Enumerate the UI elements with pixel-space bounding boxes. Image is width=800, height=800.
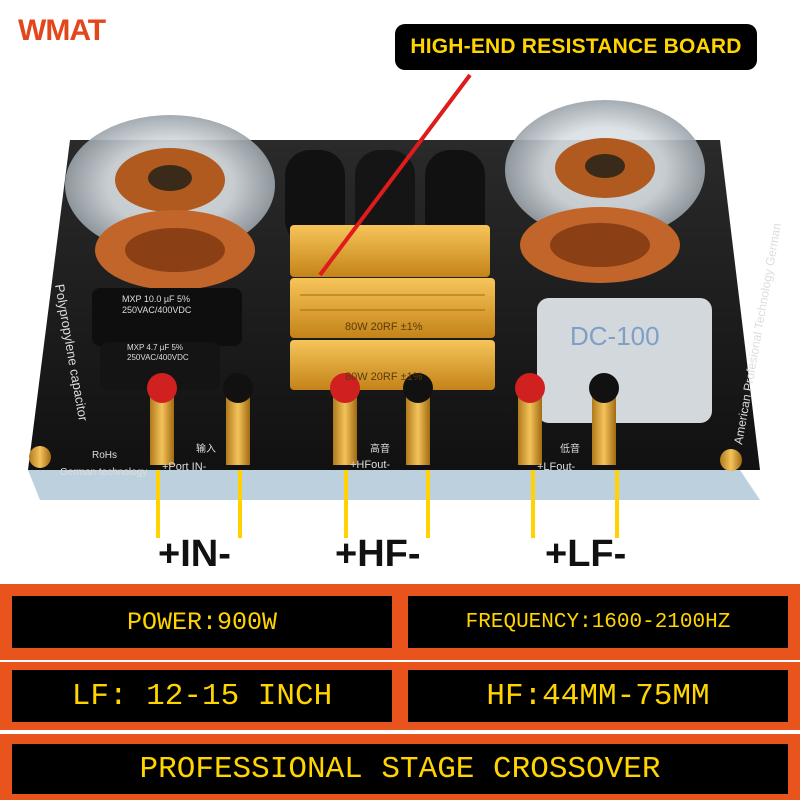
spec-hf: HF:44MM-75MM — [408, 670, 788, 722]
cap-left-1b-label: 250VAC/400VDC — [122, 305, 192, 315]
terminal-label-hf: +HF- — [335, 533, 421, 575]
post-in-minus — [223, 373, 253, 465]
terminal-label-lf: +LF- — [545, 533, 627, 575]
terminal-indicator-lines — [156, 470, 619, 538]
crossover-board-photo: MXP 10.0 µF 5% 250VAC/400VDC MXP 4.7 µF … — [28, 73, 784, 538]
cn-hf-label: 高音 — [370, 442, 390, 455]
rohs-label: RoHs — [92, 450, 117, 461]
hf-out-label: +HFout- — [350, 459, 390, 471]
spec-title: PROFESSIONAL STAGE CROSSOVER — [12, 744, 788, 794]
logo-rest: MAT — [45, 14, 106, 47]
callout-high-end-resistance-board: HIGH-END RESISTANCE BOARD — [395, 24, 757, 70]
post-hf-plus — [330, 373, 360, 465]
acrylic-base — [28, 470, 760, 500]
cap-left-2b-label: 250VAC/400VDC — [127, 353, 189, 362]
callout-pointer-line — [318, 73, 472, 277]
terminal-label-in: +IN- — [158, 533, 231, 575]
german-tech-label: German technology — [60, 467, 147, 478]
protector-label: DC-100 — [570, 321, 660, 351]
right-inductor — [505, 100, 705, 283]
cap-left-2-label: MXP 4.7 µF 5% — [127, 343, 183, 352]
post-lf-minus — [589, 373, 619, 465]
black-capacitors — [92, 150, 485, 390]
post-lf-plus — [515, 373, 545, 465]
port-in-label: +Port IN- — [162, 461, 207, 473]
binding-posts — [147, 373, 619, 465]
left-inductor — [65, 115, 275, 290]
spec-power: POWER:900W — [12, 596, 392, 648]
cn-lf-label: 低音 — [560, 442, 580, 455]
brand-logo: WMAT — [18, 14, 106, 48]
lf-out-label: +LFout- — [537, 461, 576, 473]
post-in-plus — [147, 373, 177, 465]
resistor-2-label: 80W 20RF ±1% — [345, 371, 423, 383]
mount-hole-left — [29, 446, 51, 468]
gold-resistors — [290, 225, 495, 390]
resistor-1-label: 80W 20RF ±1% — [345, 321, 423, 333]
spec-lf: LF: 12-15 INCH — [12, 670, 392, 722]
spec-frequency: FREQUENCY:1600-2100HZ — [408, 596, 788, 648]
logo-w: W — [18, 14, 46, 47]
cap-left-1-label: MXP 10.0 µF 5% — [122, 294, 190, 304]
post-hf-minus — [403, 373, 433, 465]
cn-in-label: 输入 — [196, 442, 216, 455]
mount-hole-right — [720, 449, 742, 471]
protector-box — [537, 298, 712, 423]
